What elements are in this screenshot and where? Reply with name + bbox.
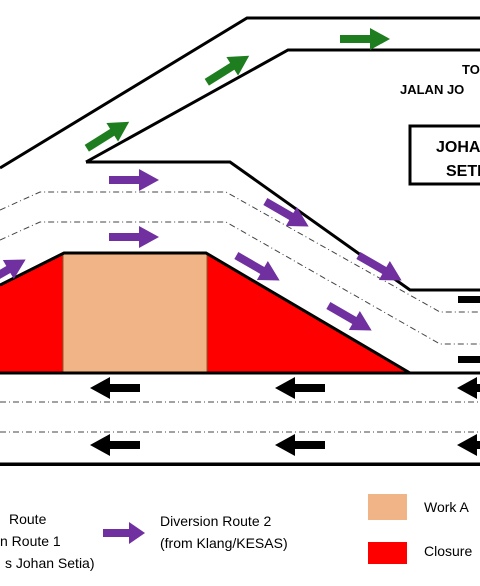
legend-closure-swatch bbox=[368, 542, 407, 564]
arrow-right-icon bbox=[263, 198, 309, 227]
arrow-left-icon bbox=[457, 377, 480, 399]
arrow-left-icon bbox=[275, 434, 325, 456]
arrow-right-icon bbox=[204, 55, 250, 86]
legend-route2-line1: Diversion Route 2 bbox=[160, 513, 271, 529]
arrow-right-icon bbox=[326, 302, 372, 331]
arrow-left-icon bbox=[90, 434, 140, 456]
sign-line2: SETI bbox=[446, 163, 480, 180]
purple-arrows bbox=[0, 169, 402, 331]
toll-label-line2: JALAN JO bbox=[400, 82, 464, 97]
sign-line1: JOHA bbox=[436, 139, 480, 156]
arrow-left-icon bbox=[275, 377, 325, 399]
arrow-right-icon bbox=[0, 259, 26, 288]
green-arrows bbox=[84, 28, 390, 152]
arrow-right-icon bbox=[356, 252, 402, 281]
black-arrows bbox=[90, 296, 480, 456]
work-area-zone bbox=[62, 252, 208, 374]
arrow-right-icon bbox=[340, 28, 390, 50]
lane-marker bbox=[458, 296, 480, 303]
arrow-right-icon bbox=[103, 522, 145, 544]
lane-separators bbox=[0, 191, 480, 433]
arrow-right-icon bbox=[84, 121, 130, 152]
legend: Route n Route 1 s Johan Setia) Diversion… bbox=[0, 494, 472, 571]
legend-work-area-label: Work A bbox=[424, 499, 470, 515]
legend-route-a-line3: s Johan Setia) bbox=[5, 555, 95, 571]
legend-route2-line2: (from Klang/KESAS) bbox=[160, 535, 288, 551]
legend-route-a-line1: Route bbox=[9, 511, 47, 527]
sign-box bbox=[408, 124, 480, 186]
toll-label-line1: TO bbox=[462, 62, 480, 77]
arrow-left-icon bbox=[90, 377, 140, 399]
arrow-left-icon bbox=[457, 434, 480, 456]
arrow-right-icon bbox=[109, 169, 159, 191]
arrow-right-icon bbox=[234, 252, 280, 281]
legend-route-a-line2: n Route 1 bbox=[0, 533, 61, 549]
legend-work-area-swatch bbox=[368, 494, 407, 520]
legend-closure-label: Closure bbox=[424, 543, 472, 559]
lane-marker bbox=[458, 356, 480, 363]
arrow-right-icon bbox=[109, 226, 159, 248]
